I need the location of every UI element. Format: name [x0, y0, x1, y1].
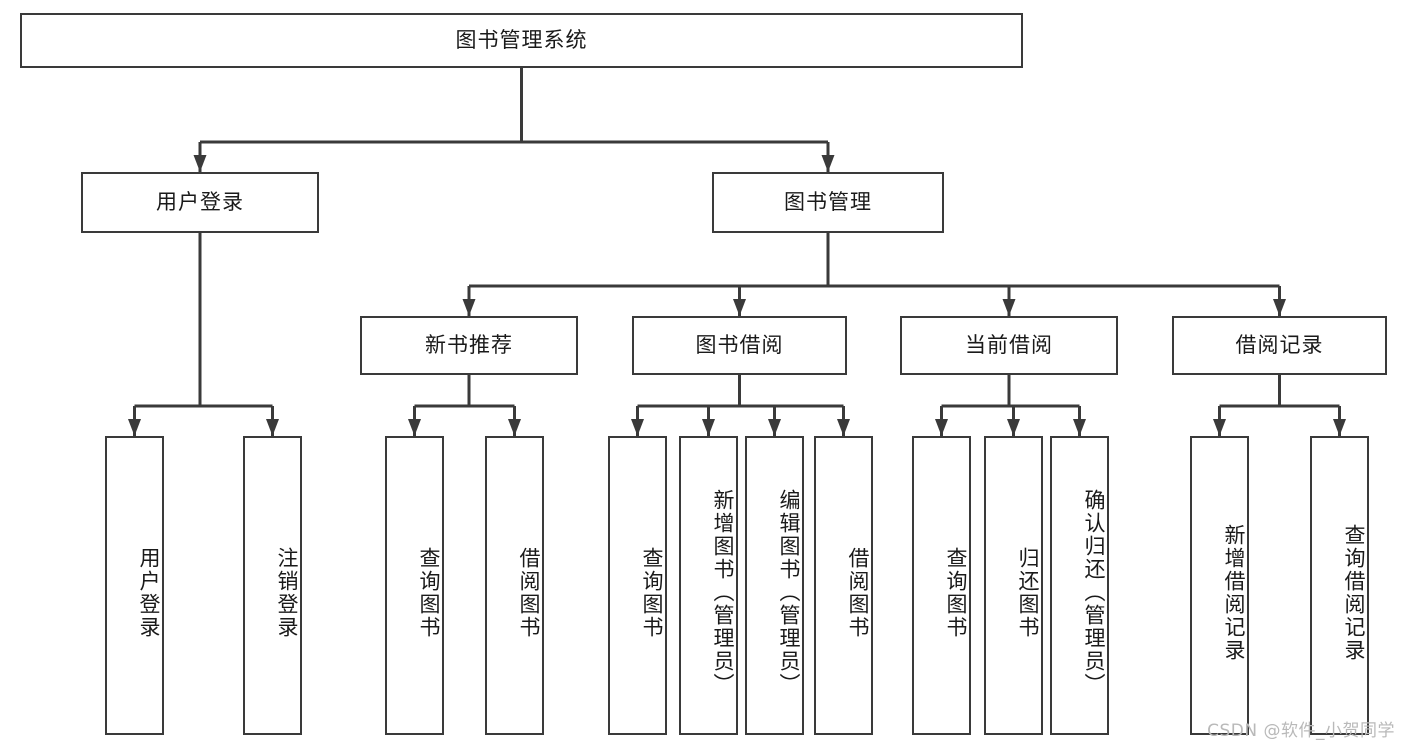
node-l-edit[interactable]: 编辑图书（管理员） [745, 436, 804, 735]
node-l-qrec[interactable]: 查询借阅记录 [1310, 436, 1369, 735]
node-label: 确认归还（管理员） [1082, 489, 1106, 696]
node-l-logout[interactable]: 注销登录 [243, 436, 302, 735]
node-l-q3[interactable]: 查询图书 [912, 436, 971, 735]
node-label: 借阅记录 [1235, 332, 1324, 357]
node-label: 编辑图书（管理员） [777, 489, 801, 696]
node-label: 新书推荐 [425, 332, 513, 357]
node-label: 查询图书 [417, 546, 441, 639]
node-records[interactable]: 借阅记录 [1172, 316, 1387, 375]
node-label: 注销登录 [275, 546, 299, 639]
node-l-add[interactable]: 新增图书（管理员） [679, 436, 738, 735]
node-l-q1[interactable]: 查询图书 [385, 436, 444, 735]
node-label: 查询图书 [944, 546, 968, 639]
node-label: 当前借阅 [965, 332, 1053, 357]
node-bookmgmt[interactable]: 图书管理 [712, 172, 944, 233]
node-label: 图书管理 [784, 189, 872, 214]
node-label: 查询借阅记录 [1342, 523, 1366, 662]
node-label: 查询图书 [640, 546, 664, 639]
node-label: 新增借阅记录 [1222, 523, 1246, 662]
node-label: 图书借阅 [695, 332, 784, 357]
node-l-confirm[interactable]: 确认归还（管理员） [1050, 436, 1109, 735]
node-label: 图书管理系统 [455, 27, 588, 52]
node-borrow[interactable]: 图书借阅 [632, 316, 847, 375]
node-root[interactable]: 图书管理系统 [20, 13, 1023, 68]
node-l-login[interactable]: 用户登录 [105, 436, 164, 735]
node-l-q2[interactable]: 查询图书 [608, 436, 667, 735]
node-login[interactable]: 用户登录 [81, 172, 319, 233]
node-label: 用户登录 [156, 189, 244, 214]
node-label: 用户登录 [137, 546, 161, 639]
node-l-addrec[interactable]: 新增借阅记录 [1190, 436, 1249, 735]
node-label: 归还图书 [1016, 546, 1040, 639]
node-l-b2[interactable]: 借阅图书 [814, 436, 873, 735]
node-label: 借阅图书 [517, 546, 541, 639]
node-l-return[interactable]: 归还图书 [984, 436, 1043, 735]
node-l-b1[interactable]: 借阅图书 [485, 436, 544, 735]
node-current[interactable]: 当前借阅 [900, 316, 1118, 375]
node-label: 新增图书（管理员） [711, 489, 735, 696]
node-label: 借阅图书 [846, 546, 870, 639]
node-newbooks[interactable]: 新书推荐 [360, 316, 578, 375]
